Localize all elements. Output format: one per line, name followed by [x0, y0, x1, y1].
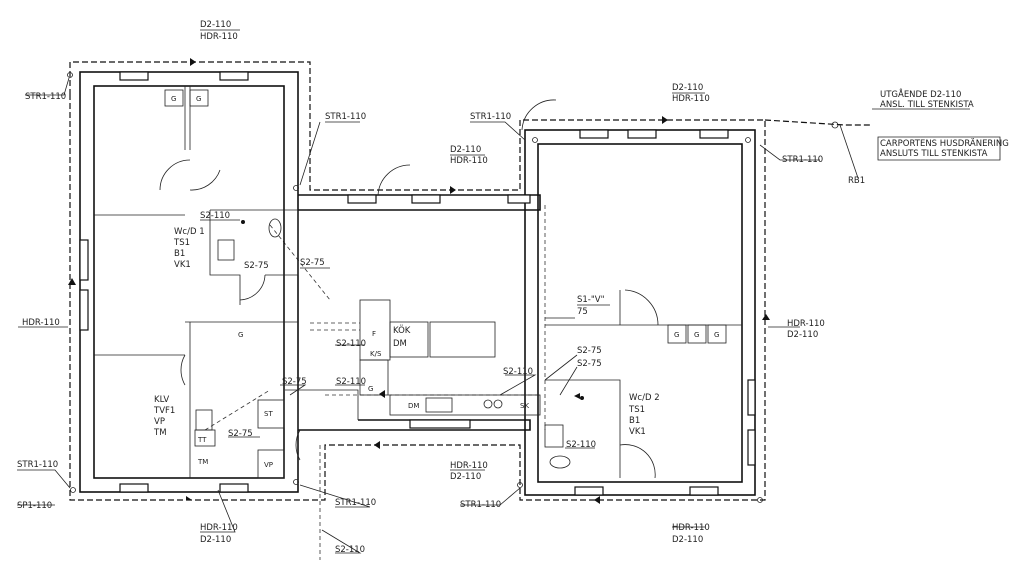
label-tm: TM — [153, 428, 167, 438]
label-b1: B1 — [174, 249, 185, 259]
label-s2-110-r: S2-110 — [566, 440, 596, 450]
label-s1v2: 75 — [577, 307, 588, 317]
fixtures — [164, 89, 727, 479]
label-f: F — [372, 330, 376, 338]
label-hdr-bot2: HDR-110 — [450, 461, 488, 471]
label-hdr-bot: HDR-110 — [200, 523, 238, 533]
label-carport1: CARPORTENS HUSDRÄNERING — [880, 138, 1009, 149]
label-hdr-left: HDR-110 — [22, 318, 60, 328]
svg-text:G: G — [674, 331, 679, 339]
label-d2-top: D2-110 — [200, 20, 231, 30]
label-s1v: S1-"V" — [577, 295, 605, 305]
label-hdr-right: HDR-110 — [787, 319, 825, 329]
label-carport2: ANSLUTS TILL STENKISTA — [880, 149, 988, 159]
label-str-bot-mid: STR1-110 — [335, 498, 376, 508]
label-d2-bot2: D2-110 — [450, 472, 481, 482]
label-wcd2: Wc/D 2 — [629, 393, 660, 403]
label-vk1: VK1 — [174, 260, 191, 270]
label-s2-75-c: S2-75 — [577, 346, 602, 356]
label-s2-75-e: S2-75 — [282, 377, 307, 387]
drain-points — [67, 72, 839, 503]
label-str-low-left: STR1-110 — [17, 460, 58, 470]
label-ts1: TS1 — [173, 238, 190, 248]
label-wcd1: Wc/D 1 — [174, 227, 205, 237]
label-vp2: VP — [264, 461, 273, 469]
label-s2-110-c2: S2-110 — [336, 377, 366, 387]
label-ks: K/S — [370, 350, 382, 358]
label-str-right: STR1-110 — [782, 155, 823, 165]
label-str-top-left: STR1-110 — [25, 92, 66, 102]
label-utg2: ANSL. TILL STENKISTA — [880, 100, 974, 110]
label-s2-75-b: S2-75 — [300, 258, 325, 268]
label-hdr-top: HDR-110 — [200, 32, 238, 42]
label-g: G — [368, 385, 373, 393]
label-s2-110-wc: S2-110 — [200, 211, 230, 221]
walls — [79, 71, 756, 496]
label-vp: VP — [154, 417, 165, 427]
label-d2-mid: D2-110 — [450, 145, 481, 155]
label-s2-75-f: S2-75 — [228, 429, 253, 439]
label-hdr-mid: HDR-110 — [450, 156, 488, 166]
label-kok: KÖK — [393, 325, 411, 336]
label-d2-bot3: D2-110 — [672, 535, 703, 545]
label-tt: TT — [197, 436, 207, 444]
label-str-mid2: STR1-110 — [470, 112, 511, 122]
label-klv: KLV — [154, 395, 169, 405]
label-tvf1: TVF1 — [153, 406, 175, 416]
label-d2-bot: D2-110 — [200, 535, 231, 545]
label-s2-110-c3: S2-110 — [503, 367, 533, 377]
label-rb1: RB1 — [848, 176, 865, 186]
label-hdr-bot3: HDR-110 — [672, 523, 710, 533]
svg-text:G: G — [694, 331, 699, 339]
label-gg: G — [238, 331, 243, 339]
label-str-bot2: STR1-110 — [460, 500, 501, 510]
label-ts1b: TS1 — [628, 405, 645, 415]
label-vk1b: VK1 — [629, 427, 646, 437]
label-s2-75-d: S2-75 — [577, 359, 602, 369]
label-utg1: UTGÅENDE D2-110 — [880, 88, 961, 100]
label-str-mid1: STR1-110 — [325, 112, 366, 122]
label-st: ST — [264, 410, 273, 418]
svg-text:G: G — [196, 95, 201, 103]
doors — [159, 99, 659, 479]
label-s2-110-c1: S2-110 — [336, 339, 366, 349]
label-sp1: SP1-110 — [17, 501, 52, 511]
label-sk: SK — [520, 402, 529, 410]
windows — [79, 71, 756, 496]
label-tm2: TM — [197, 458, 208, 466]
label-d2-right: D2-110 — [787, 330, 818, 340]
leader-lines — [17, 29, 1001, 554]
label-s2-110-bot: S2-110 — [335, 545, 365, 555]
label-dm: DM — [393, 339, 407, 349]
svg-text:G: G — [171, 95, 176, 103]
text-labels: D2-110 HDR-110 STR1-110 STR1-110 STR1-11… — [17, 20, 1009, 555]
label-hdr-top-right: HDR-110 — [672, 94, 710, 104]
flow-arrows — [68, 58, 770, 504]
fixture-g-labels: G G G G G — [171, 95, 719, 339]
label-d2-top-right: D2-110 — [672, 83, 703, 93]
label-b1b: B1 — [629, 416, 640, 426]
svg-text:G: G — [714, 331, 719, 339]
label-s2-75-a: S2-75 — [244, 261, 269, 271]
label-dm2: DM — [408, 402, 419, 410]
